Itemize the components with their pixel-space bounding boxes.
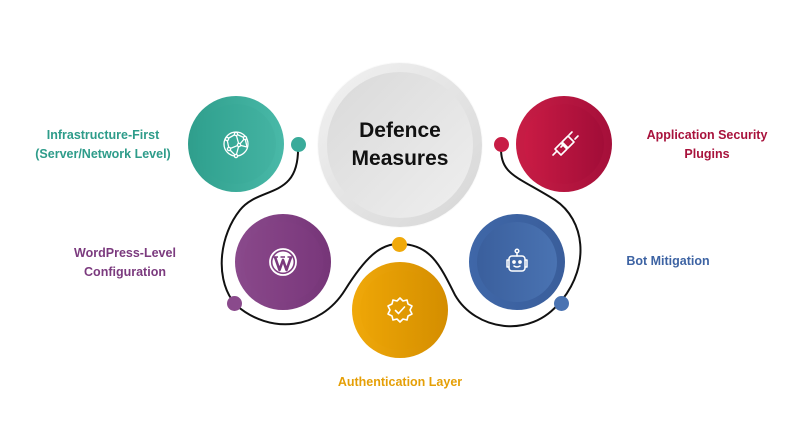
plug-icon (552, 131, 579, 156)
node-infrastructure-inner (196, 104, 276, 184)
label-bot: Bot Mitigation (608, 252, 728, 271)
label-app-security-line1: Application Security (646, 128, 768, 142)
hub-inner: Defence Measures (327, 72, 473, 218)
robot-icon (506, 248, 528, 272)
connector-dot-blue (554, 296, 569, 311)
node-auth (352, 262, 448, 358)
connector-dot-teal (291, 137, 306, 152)
label-infrastructure-line2: (Server/Network Level) (35, 147, 171, 161)
node-auth-inner (360, 270, 440, 350)
label-infrastructure: Infrastructure-First (Server/Network Lev… (18, 126, 188, 164)
hub-circle: Defence Measures (318, 63, 482, 227)
label-auth-line1: Authentication Layer (337, 375, 463, 389)
wordpress-icon (269, 248, 297, 276)
label-infrastructure-line1: Infrastructure-First (46, 128, 160, 142)
connector-dot-crimson (494, 137, 509, 152)
connector-dot-gold (392, 237, 407, 252)
node-infrastructure (188, 96, 284, 192)
label-bot-line1: Bot Mitigation (626, 254, 710, 268)
hub-title: Defence Measures (340, 117, 460, 173)
verified-badge-icon (387, 297, 413, 323)
node-app-security (516, 96, 612, 192)
node-wordpress (235, 214, 331, 310)
node-bot-inner (477, 222, 557, 302)
hub-title-line1: Defence (359, 119, 441, 142)
node-bot (469, 214, 565, 310)
node-app-security-inner (524, 104, 604, 184)
label-auth: Authentication Layer (320, 373, 480, 392)
network-globe-icon (223, 131, 249, 159)
label-wordpress: WordPress-Level Configuration (45, 244, 205, 282)
connector-dot-purple (227, 296, 242, 311)
node-wordpress-inner (243, 222, 323, 302)
label-wordpress-line2: Configuration (84, 265, 166, 279)
hub-title-line2: Measures (351, 147, 449, 170)
label-app-security: Application Security Plugins (622, 126, 792, 164)
label-wordpress-line1: WordPress-Level (74, 246, 176, 260)
label-app-security-line2: Plugins (684, 147, 730, 161)
